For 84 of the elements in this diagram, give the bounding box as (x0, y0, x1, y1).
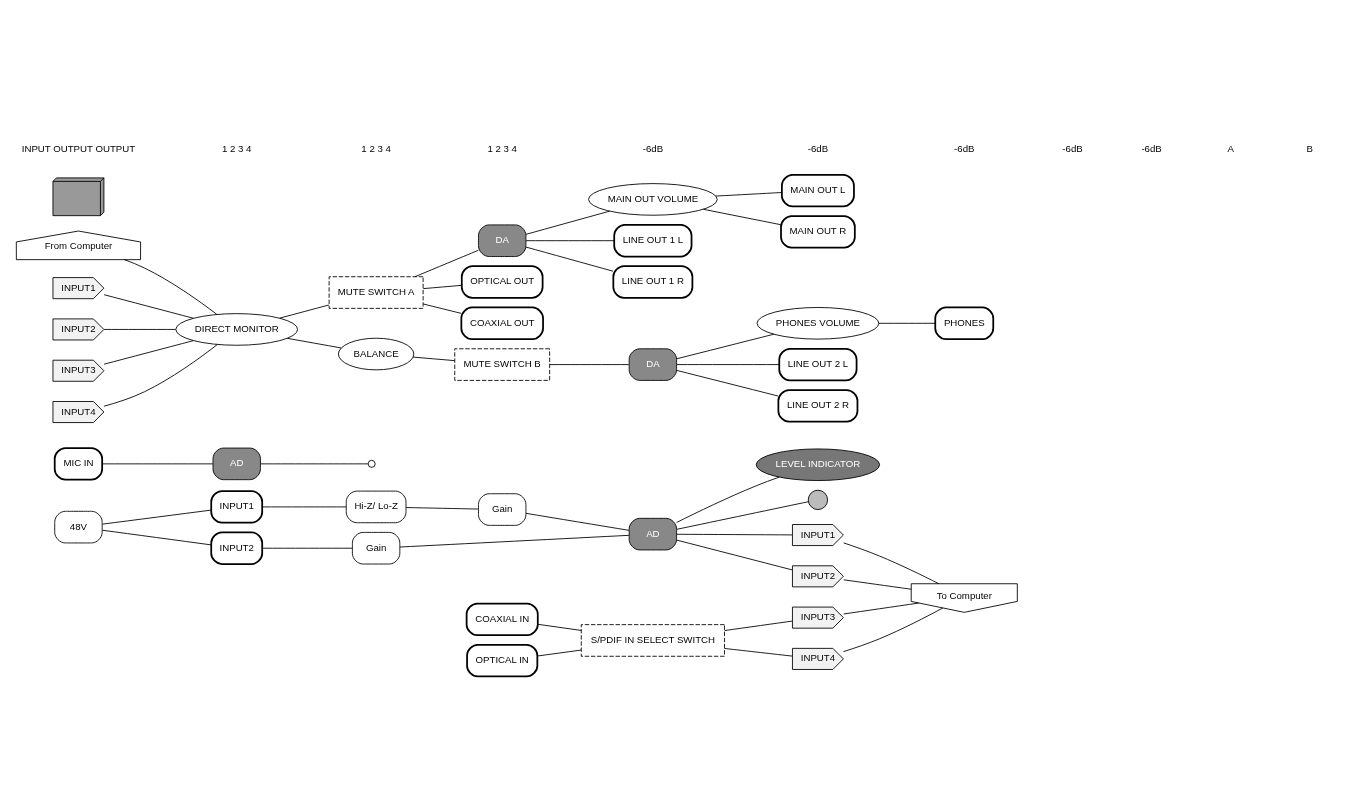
connector (843, 541, 940, 584)
label: INPUT OUTPUT OUTPUT (21, 142, 136, 154)
node-box: MAIN OUT R (780, 214, 856, 249)
connector (842, 607, 944, 652)
connector (537, 649, 582, 656)
connector (102, 462, 214, 464)
node-box: INPUT1 (210, 489, 264, 524)
connector (422, 284, 462, 289)
node-box: PHONES (934, 306, 995, 340)
connector (405, 506, 479, 509)
node-box: LINE OUT 2 R (777, 388, 859, 423)
node-ellipse: MAIN OUT VOLUME (588, 182, 718, 216)
label: 1 2 3 4 (487, 142, 517, 154)
node-box: LINE OUT 2 L (778, 347, 858, 381)
connector (414, 249, 479, 277)
connector (261, 547, 353, 549)
label: B (1306, 142, 1313, 154)
connector (412, 356, 455, 361)
node-box: 48V (54, 510, 103, 543)
connector (724, 620, 793, 631)
connector (676, 369, 779, 396)
label: 1 2 3 4 (361, 142, 391, 154)
connector (878, 322, 936, 324)
connector (843, 602, 920, 614)
node-box: DA (628, 347, 678, 381)
connector (103, 328, 177, 330)
connector (260, 462, 369, 464)
node-box: LINE OUT 1 L (613, 223, 693, 257)
label: -6dB (807, 142, 829, 154)
node-circle (807, 489, 829, 510)
connector (676, 363, 780, 365)
node-box: INPUT2 (210, 531, 264, 565)
connector (103, 339, 194, 365)
connector (537, 623, 582, 631)
node-box: LINE OUT 1 R (612, 264, 694, 299)
node-box: AD (628, 517, 678, 550)
node-ellipse: PHONES VOLUME (756, 306, 880, 340)
connector (525, 239, 615, 241)
connector (261, 506, 347, 507)
connector (676, 476, 780, 523)
node-box: MIC IN (53, 446, 104, 481)
connector (549, 363, 630, 365)
connector (676, 333, 775, 359)
node-box: COAXIAL IN (465, 602, 539, 636)
label: -6dB (954, 142, 975, 154)
node-ellipse: DIRECT MONITOR (175, 312, 299, 346)
connector (724, 647, 793, 657)
connector (286, 337, 342, 348)
node-box: OPTICAL OUT (460, 264, 544, 299)
connector (103, 343, 218, 407)
node-box: MAIN OUT L (781, 173, 855, 207)
connector (103, 293, 194, 319)
connector (676, 539, 793, 570)
node-box: DA (478, 223, 527, 257)
connector (676, 533, 793, 535)
node-box: MUTE SWITCH B (454, 347, 551, 381)
label: -6dB (1062, 142, 1083, 154)
connector (102, 529, 212, 545)
node-ellipse: LEVEL INDICATOR (755, 448, 881, 481)
connector (399, 534, 630, 547)
connector (123, 258, 218, 315)
label: A (1227, 142, 1234, 154)
connector (525, 246, 614, 272)
node-box: Hi-Z/ Lo-Z (345, 490, 407, 523)
node-box: Gain (351, 531, 401, 564)
connector (843, 578, 912, 590)
node-box: COAXIAL OUT (460, 306, 544, 340)
node-box: S/PDIF IN SELECT SWITCH (580, 623, 725, 657)
node-box: Gain (478, 492, 527, 526)
node-box: MUTE SWITCH A (328, 275, 424, 309)
connector (102, 509, 212, 525)
label: -6dB (1141, 142, 1162, 154)
node-box: AD (212, 447, 261, 480)
connector (715, 191, 783, 196)
connector (279, 304, 330, 319)
node-box: OPTICAL IN (466, 643, 539, 677)
connector (422, 303, 462, 314)
connector (676, 500, 809, 530)
connector (702, 208, 782, 225)
connector (525, 210, 610, 235)
label: 1 2 3 4 (221, 142, 252, 154)
node-ellipse: BALANCE (338, 337, 415, 370)
connector (525, 512, 630, 531)
label: -6dB (642, 142, 664, 154)
